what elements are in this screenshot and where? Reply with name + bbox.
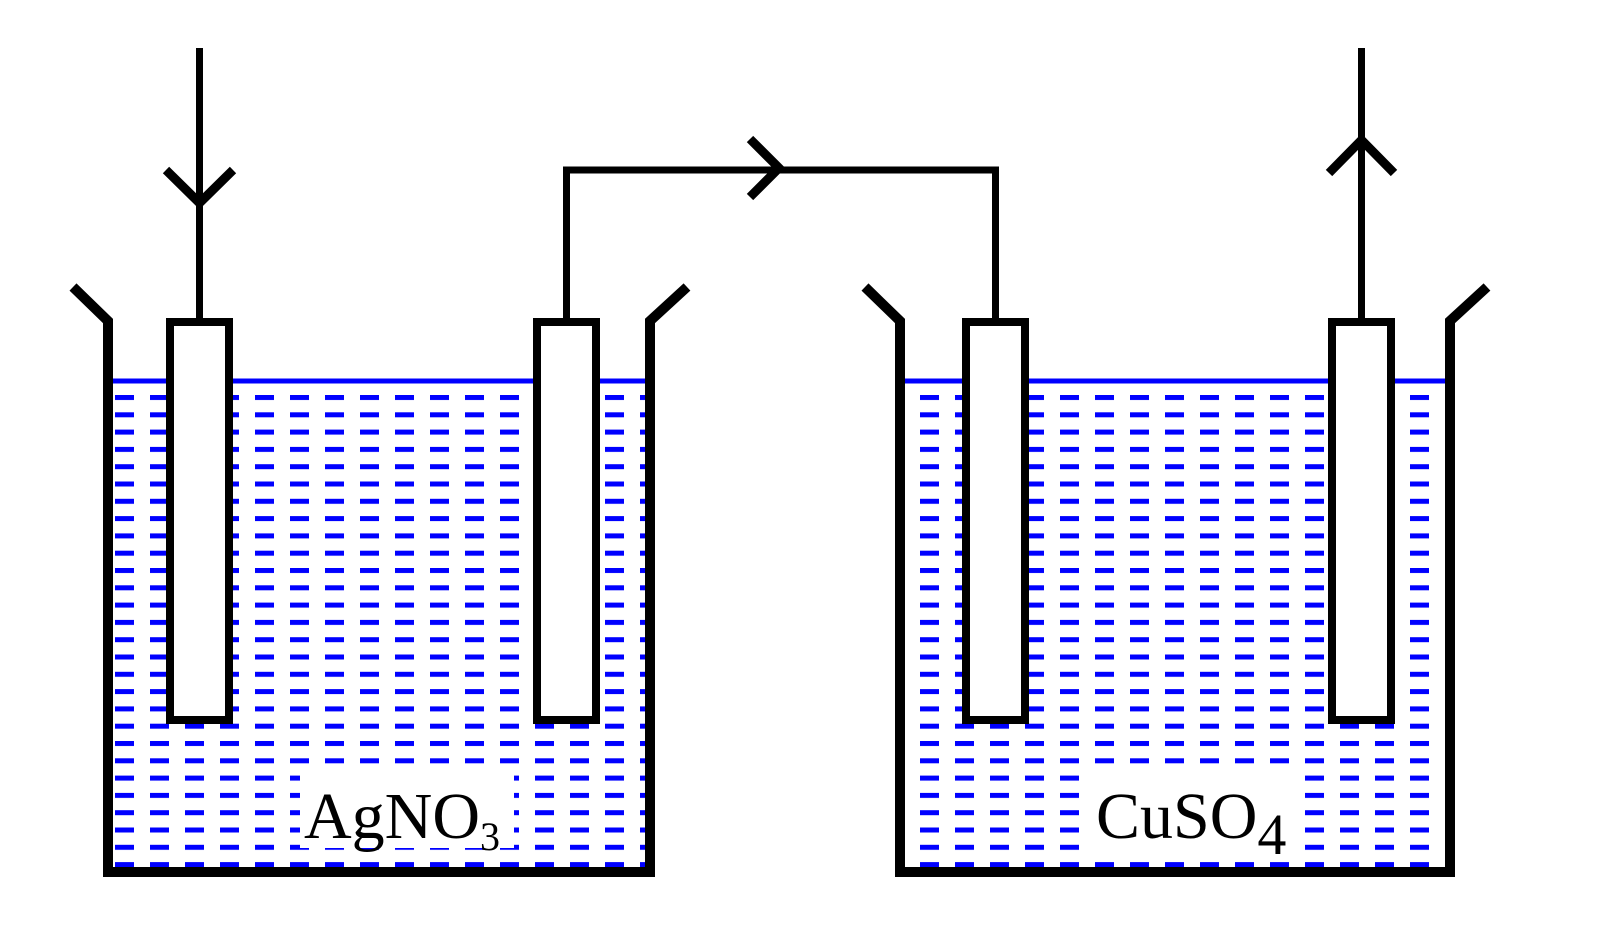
right-cell-right-electrode [1328,318,1395,724]
circuit-wires [162,48,1398,318]
connecting-wire [563,166,999,318]
left-cell-left-electrode [166,318,233,724]
right-cell: CuSO4 [861,283,1491,877]
left-cell-right-electrode [533,318,600,724]
arrow-right-icon [746,135,786,201]
right-solution-label: CuSO4 [1096,780,1286,867]
left-beaker-outline [69,283,691,877]
left-label-backdrop [300,764,514,848]
arrow-up-icon [1325,133,1398,177]
arrow-down-icon [162,166,237,210]
left-solution-label: AgNO3 [304,780,500,859]
right-label-backdrop [1092,764,1290,856]
left-cell: AgNO3 [69,283,691,877]
right-cell-left-electrode [962,318,1029,724]
right-beaker-outline [861,283,1491,877]
